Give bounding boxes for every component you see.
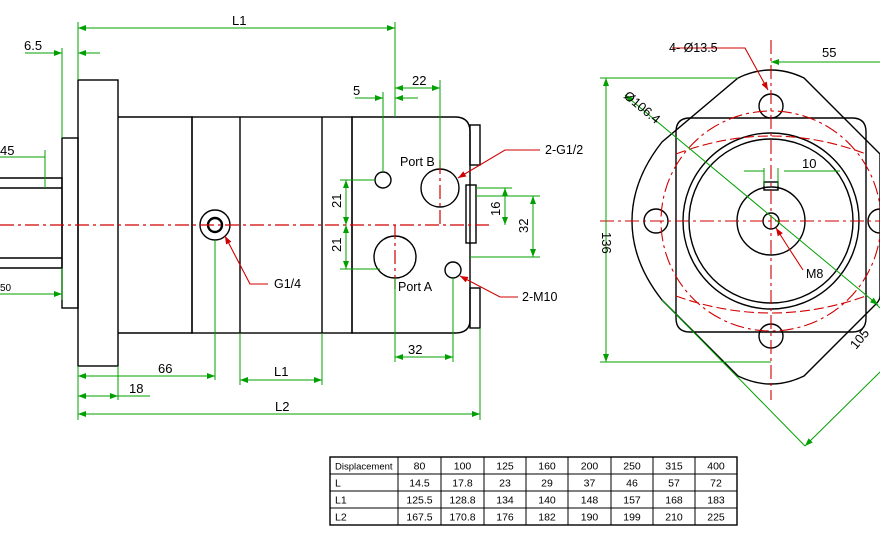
dim-45: 45	[0, 143, 14, 158]
table-header-cell: 250	[623, 461, 641, 473]
table-cell: 140	[538, 495, 556, 507]
bolt-top	[469, 124, 481, 166]
dim-l1-top: L1	[232, 13, 246, 28]
table-header-cell: 400	[707, 461, 725, 473]
front-view	[631, 69, 880, 385]
port-boss	[465, 184, 477, 244]
dim-21-upper: 21	[329, 194, 344, 208]
dim-l1-bottom: L1	[274, 364, 288, 379]
label-g1-2: 2-G1/2	[545, 143, 583, 157]
table-cell: 37	[584, 478, 596, 490]
table-cell: 14.5	[409, 478, 430, 490]
dim-66: 66	[158, 361, 172, 376]
dim-diameter-106-4: Ø106.4	[621, 88, 663, 127]
table-cell: 176	[496, 512, 514, 524]
table-cell: 170.8	[449, 512, 475, 524]
label-m10: 2-M10	[522, 290, 557, 304]
table-cell: 57	[668, 478, 680, 490]
table-cell: 23	[499, 478, 511, 490]
dim-55: 55	[822, 45, 836, 60]
label-g1-4: G1/4	[274, 277, 301, 291]
table-cell: 210	[665, 512, 683, 524]
table-header-cell: 125	[496, 461, 514, 473]
table-cell: 190	[581, 512, 599, 524]
table-cell: 46	[626, 478, 638, 490]
label-port-a: Port A	[398, 280, 433, 294]
pilot-outline	[61, 137, 79, 309]
table-header-cell: 315	[665, 461, 683, 473]
shaft-outline	[0, 177, 63, 269]
table-cell: 17.8	[452, 478, 473, 490]
label-port-b: Port B	[400, 155, 435, 169]
table-cell: 134	[496, 495, 514, 507]
front-dimensions	[600, 59, 880, 447]
side-leaders	[224, 149, 540, 298]
dim-18: 18	[129, 381, 143, 396]
side-view	[0, 79, 481, 367]
dim-136: 136	[599, 232, 614, 254]
table-cell: L1	[335, 495, 347, 507]
side-dim-texts: L1 6.5 5 22 45 50 21 21 16 32 66 18 L1 3…	[0, 13, 531, 414]
dim-6-5: 6.5	[24, 38, 42, 53]
dim-10: 10	[802, 156, 816, 171]
table-cell: 168	[665, 495, 683, 507]
dim-l2: L2	[275, 399, 289, 414]
label-mount-holes: 4- Ø13.5	[669, 41, 718, 55]
dim-21-lower: 21	[329, 238, 344, 252]
table-cell: 225	[707, 512, 725, 524]
dim-32-vertical: 32	[516, 219, 531, 233]
dim-22: 22	[412, 73, 426, 88]
table-cell: 29	[541, 478, 553, 490]
table-cell: 148	[581, 495, 599, 507]
table-cell: 182	[538, 512, 556, 524]
dim-5: 5	[353, 83, 360, 98]
table-cell: L2	[335, 512, 347, 524]
dim-50: 50	[0, 283, 12, 294]
m10-circle	[444, 261, 462, 279]
front-texts: 4- Ø13.5 55 10 M8 136 105 Ø106.4	[599, 41, 872, 352]
table-cell: 167.5	[406, 512, 432, 524]
side-labels: Port B Port A 2-G1/2 G1/4 2-M10	[274, 143, 583, 304]
flange-outline	[77, 79, 119, 367]
table-header-cell: Displacement	[335, 462, 393, 473]
side-centerlines	[0, 160, 490, 290]
table-cell: 199	[623, 512, 641, 524]
table-cell: 157	[623, 495, 641, 507]
bolt-bottom	[469, 287, 481, 329]
table-cell: 72	[710, 478, 722, 490]
table-cell: L	[335, 478, 341, 490]
drain-circle	[374, 171, 392, 189]
dim-16: 16	[488, 202, 503, 216]
dim-32-horizontal: 32	[408, 342, 422, 357]
front-centerlines	[600, 40, 880, 400]
table-header-cell: 160	[538, 461, 556, 473]
table-cell: 125.5	[406, 495, 432, 507]
label-m8: M8	[806, 267, 823, 281]
table-header-cell: 80	[414, 461, 426, 473]
table-cell: 183	[707, 495, 725, 507]
table-header-cell: 200	[581, 461, 599, 473]
table-cell: 128.8	[449, 495, 475, 507]
flange-diamond	[631, 69, 880, 385]
side-dimensions	[0, 22, 540, 420]
table-header-cell: 100	[454, 461, 472, 473]
